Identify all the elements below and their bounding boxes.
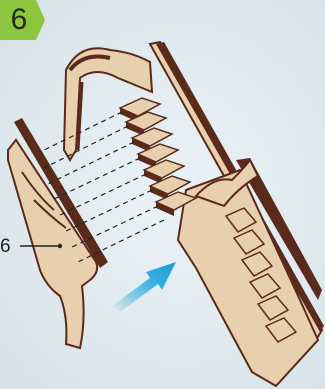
alignment-line (48, 142, 134, 184)
alignment-line (58, 174, 146, 216)
alignment-line (52, 158, 140, 200)
direction-arrow (112, 262, 176, 312)
alignment-line (44, 126, 128, 168)
left-side-panel (8, 118, 108, 348)
part-leader-dot (58, 244, 62, 248)
part-number-label: 6 (0, 236, 11, 258)
